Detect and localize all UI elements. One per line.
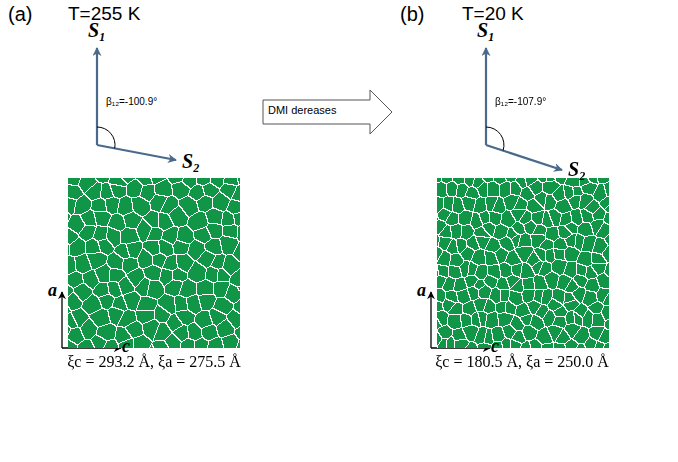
domain-map bbox=[68, 178, 240, 348]
spin-vector bbox=[97, 145, 176, 160]
vector-name: S₁ bbox=[88, 19, 106, 42]
domain-map bbox=[437, 178, 609, 348]
axis-name: a bbox=[48, 280, 57, 301]
correlation-length: ξc = 180.5 Å, ξa = 250.0 Å bbox=[435, 353, 609, 371]
correlation-length: ξc = 293.2 Å, ξa = 275.5 Å bbox=[67, 353, 241, 371]
axis-name: a bbox=[417, 280, 426, 301]
angle-arc bbox=[97, 127, 115, 148]
axis-arrow bbox=[61, 292, 62, 348]
panel-tag: (a) bbox=[8, 3, 32, 26]
vector-name: S₁ bbox=[477, 19, 495, 42]
vector-name: S₂ bbox=[568, 158, 586, 181]
panel-tag: (b) bbox=[400, 3, 424, 26]
angle-arc bbox=[486, 127, 504, 151]
vector-name: S₂ bbox=[182, 150, 200, 173]
angle-label: β₁₂=-100.9° bbox=[106, 96, 157, 107]
angle-label: β₁₂=-107.9° bbox=[495, 96, 546, 107]
axis-arrow bbox=[430, 292, 431, 348]
spin-vector bbox=[486, 145, 562, 170]
spin-vector bbox=[485, 48, 487, 145]
arrow-label: DMI dereases bbox=[268, 104, 336, 116]
spin-vector bbox=[96, 48, 98, 145]
hollow-arrow bbox=[263, 90, 392, 134]
